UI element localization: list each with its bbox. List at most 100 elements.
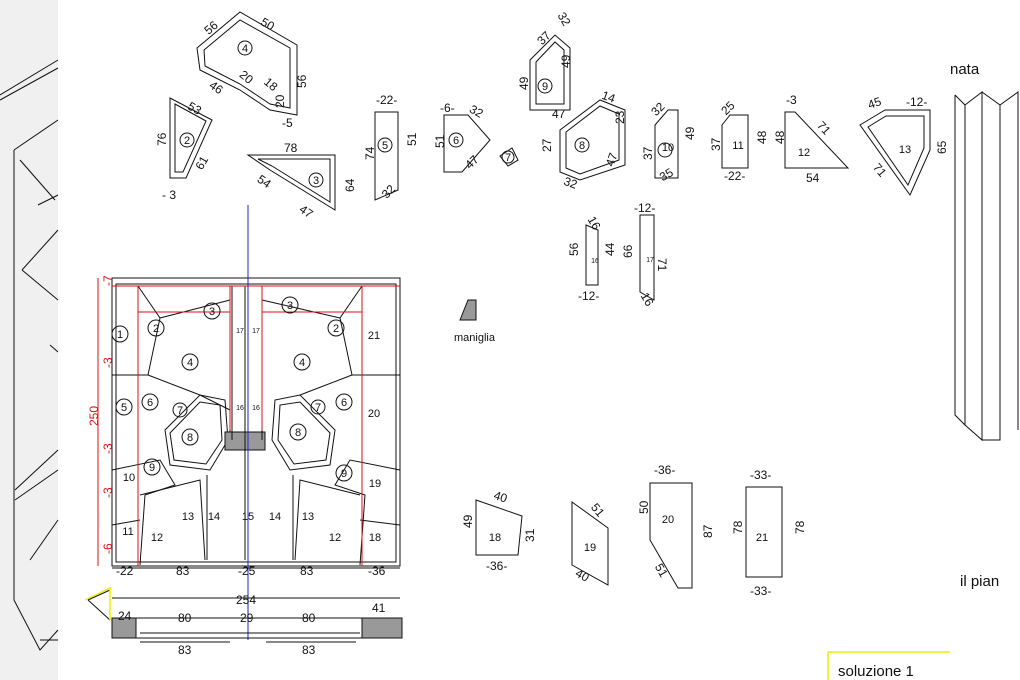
piece-20-number: 20 bbox=[662, 514, 674, 526]
dim: 49 bbox=[683, 126, 697, 140]
assembly-number: 13 bbox=[182, 511, 194, 523]
dim: 56 bbox=[567, 242, 581, 256]
assembly-number: 5 bbox=[121, 402, 127, 414]
assembly-number: 7 bbox=[177, 405, 183, 417]
dim: -36- bbox=[486, 559, 507, 573]
dim-offset: -7 bbox=[101, 275, 115, 286]
dim: 76 bbox=[155, 132, 169, 146]
piece-21 bbox=[745, 486, 783, 578]
dim: 37 bbox=[534, 28, 554, 48]
dim: 31 bbox=[523, 528, 537, 542]
dim: 20 bbox=[273, 94, 287, 108]
dim: -5 bbox=[282, 116, 293, 130]
dim: 46 bbox=[207, 78, 226, 97]
dim: 45 bbox=[866, 94, 884, 112]
piece-3 bbox=[246, 154, 336, 211]
assembly-number: 3 bbox=[287, 300, 293, 312]
dim: 27 bbox=[540, 138, 554, 152]
piece-7 bbox=[499, 147, 519, 167]
assembly-number: 12 bbox=[329, 532, 341, 544]
dim: 32 bbox=[648, 99, 668, 119]
piece-11-number: 11 bbox=[732, 140, 743, 152]
dim: 51 bbox=[405, 132, 419, 146]
assembly-number: 10 bbox=[123, 472, 135, 484]
dim: -22- bbox=[376, 93, 397, 107]
piece-13 bbox=[859, 109, 931, 197]
dim: -3 bbox=[786, 93, 797, 107]
dim: 50 bbox=[637, 500, 651, 514]
dim: -6- bbox=[440, 101, 455, 115]
dim: -33- bbox=[750, 584, 771, 598]
assembly-number: 12 bbox=[151, 532, 163, 544]
piece-6 bbox=[443, 114, 491, 173]
dim-lower: 24 bbox=[118, 609, 132, 623]
dim: 47 bbox=[603, 151, 621, 169]
dim-height: 250 bbox=[87, 406, 101, 426]
piece-10 bbox=[654, 109, 679, 179]
assembly-number: 4 bbox=[299, 357, 305, 369]
left-perspective-view bbox=[0, 59, 59, 651]
dim: -12- bbox=[634, 201, 655, 215]
dim: 47 bbox=[552, 107, 566, 121]
assembly-number: 3 bbox=[209, 306, 215, 318]
piece-9 bbox=[529, 34, 571, 111]
piece-20 bbox=[649, 482, 693, 589]
title-block-frame bbox=[827, 651, 950, 680]
piece-5-number: 5 bbox=[382, 140, 388, 152]
assembly-number: 9 bbox=[149, 462, 155, 474]
assembly-number: 2 bbox=[333, 323, 339, 335]
assembly-number: 14 bbox=[269, 511, 281, 523]
dim-overall: 254 bbox=[236, 593, 256, 607]
piece-11 bbox=[721, 114, 749, 169]
dim: 51 bbox=[433, 134, 447, 148]
assembly-number: 17 bbox=[236, 328, 244, 335]
assembly-number: 11 bbox=[122, 526, 133, 538]
dim-offset: -3 bbox=[101, 357, 115, 368]
dim: 32 bbox=[555, 10, 574, 29]
dim: 71 bbox=[870, 160, 890, 179]
piece-4 bbox=[196, 11, 298, 116]
dim: 51 bbox=[588, 500, 608, 519]
dim: 54 bbox=[255, 172, 274, 191]
dim: 50 bbox=[258, 15, 277, 34]
dim: 78 bbox=[731, 520, 745, 534]
dim: 61 bbox=[192, 153, 211, 172]
assembly-number: 18 bbox=[369, 532, 381, 544]
piece-16-number: 16 bbox=[591, 258, 599, 265]
dim: 47 bbox=[297, 202, 316, 221]
dim-lower-bottom: 83 bbox=[302, 643, 316, 657]
assembly-number: 16 bbox=[236, 405, 244, 412]
dim-lower-bottom: 83 bbox=[178, 643, 192, 657]
dim: 49 bbox=[559, 54, 573, 68]
piece-8 bbox=[559, 99, 626, 181]
solution-label: soluzione 1 bbox=[838, 663, 914, 680]
drawing-sheet bbox=[58, 0, 950, 680]
dim: 54 bbox=[806, 171, 820, 185]
dim: 66 bbox=[621, 244, 635, 258]
dim-lower: 80 bbox=[302, 611, 316, 625]
dim: 78 bbox=[793, 520, 807, 534]
assembly-number: 16 bbox=[252, 405, 260, 412]
dim: -36- bbox=[654, 463, 675, 477]
assembly-number: 6 bbox=[341, 397, 347, 409]
piece-5 bbox=[374, 111, 399, 201]
assembly-number: 21 bbox=[368, 330, 380, 342]
assembly-number: 1 bbox=[117, 329, 123, 341]
dim: 49 bbox=[517, 76, 531, 90]
dim: 37 bbox=[709, 137, 723, 151]
dim: 23 bbox=[613, 110, 627, 124]
dim: - 3 bbox=[162, 188, 176, 202]
assembly-number: 9 bbox=[341, 468, 347, 480]
assembly-number: 8 bbox=[187, 432, 193, 444]
piece-6-number: 6 bbox=[453, 135, 459, 147]
piece-4-number: 4 bbox=[242, 43, 248, 55]
yellow-marker bbox=[84, 586, 111, 620]
piece-16 bbox=[585, 224, 599, 286]
dim-bottom: -22 bbox=[116, 564, 134, 578]
piece-7-number: 7 bbox=[505, 152, 511, 164]
dim-bottom: 83 bbox=[300, 564, 314, 578]
piece-17 bbox=[639, 214, 655, 301]
dim: 71 bbox=[655, 258, 669, 272]
